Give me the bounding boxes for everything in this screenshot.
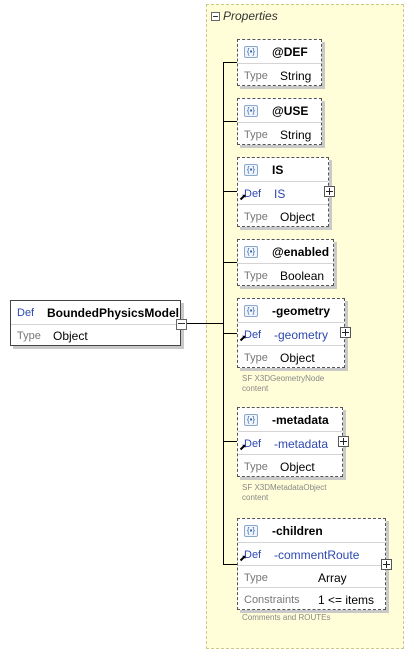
branch-def [223, 62, 237, 63]
root-type-label: Type [17, 330, 41, 342]
constraints-label: Constraints [244, 593, 300, 606]
def-value: -commentRoute [274, 547, 360, 562]
element-enabled[interactable]: {▪} @enabled Type Boolean [237, 239, 334, 286]
type-value: Object [280, 209, 315, 224]
element-icon: {▪} [244, 304, 258, 317]
properties-group-header: Properties [211, 9, 278, 23]
properties-title: Properties [223, 9, 278, 23]
element-geometry[interactable]: {▪} -geometry ⬈ Def -geometry Type Objec… [237, 298, 345, 368]
def-value: -geometry [274, 327, 329, 342]
expand-plus-icon[interactable] [324, 186, 335, 197]
element-metadata[interactable]: {▪} -metadata ⬈ Def -metadata Type Objec… [237, 407, 343, 477]
collapse-minus-icon[interactable] [211, 11, 220, 21]
def-label: Def [244, 328, 262, 341]
element-name: @DEF [272, 44, 308, 59]
root-name: BoundedPhysicsModel [47, 305, 180, 320]
element-use[interactable]: {▪} @USE Type String [237, 98, 322, 145]
type-value: Object [280, 350, 315, 365]
element-name: -children [272, 523, 323, 538]
type-value: String [280, 127, 312, 142]
reference-arrow-icon: ⬈ [239, 553, 247, 563]
element-icon: {▪} [244, 245, 258, 258]
root-element-box[interactable]: Def BoundedPhysicsModel Type Object [10, 300, 181, 346]
type-label: Type [244, 69, 268, 82]
element-name: @enabled [272, 244, 330, 259]
element-icon: {▪} [244, 163, 258, 176]
root-type-value: Object [53, 329, 88, 343]
branch-use [223, 121, 237, 122]
type-label: Type [244, 351, 268, 364]
children-caption: Comments and ROUTEs [242, 613, 331, 622]
def-value: IS [274, 186, 286, 201]
expand-plus-icon[interactable] [338, 436, 349, 447]
element-icon: {▪} [244, 104, 258, 117]
type-label: Type [244, 210, 268, 223]
element-is[interactable]: {▪} IS ⬈ Def IS Type Object [237, 157, 329, 227]
type-value: Object [280, 459, 315, 474]
root-connector [181, 323, 223, 324]
def-label: Def [244, 548, 262, 561]
type-value: Array [318, 570, 347, 585]
branch-metadata [223, 441, 237, 442]
def-value: -metadata [274, 436, 329, 451]
type-label: Type [244, 460, 268, 473]
type-value: String [280, 68, 312, 83]
root-collapse-minus-icon[interactable] [176, 319, 187, 330]
reference-arrow-icon: ⬈ [239, 442, 247, 452]
branch-children [223, 564, 237, 565]
geometry-caption-2: content [242, 384, 269, 393]
branch-is [223, 191, 237, 192]
geometry-caption-1: SF X3DGeometryNode [242, 374, 325, 383]
expand-plus-icon[interactable] [381, 559, 392, 570]
metadata-caption-2: content [242, 493, 269, 502]
type-label: Type [244, 128, 268, 141]
element-icon: {▪} [244, 524, 258, 537]
type-label: Type [244, 269, 268, 282]
branch-enabled [223, 262, 237, 263]
constraints-value: 1 <= items [318, 592, 375, 607]
expand-plus-icon[interactable] [340, 327, 351, 338]
element-name: -geometry [272, 303, 331, 318]
reference-arrow-icon: ⬈ [239, 192, 247, 202]
metadata-caption-1: SF X3DMetadataObject [242, 483, 327, 492]
element-children[interactable]: {▪} -children ⬈ Def -commentRoute Type A… [237, 518, 386, 610]
element-icon: {▪} [244, 45, 258, 58]
element-icon: {▪} [244, 413, 258, 426]
reference-arrow-icon: ⬈ [239, 333, 247, 343]
element-name: -metadata [272, 412, 329, 427]
type-label: Type [244, 571, 268, 584]
element-name: IS [272, 162, 284, 177]
main-vertical-connector [223, 62, 224, 564]
type-value: Boolean [280, 268, 325, 283]
element-def[interactable]: {▪} @DEF Type String [237, 39, 322, 86]
def-label: Def [244, 187, 262, 200]
root-def-label: Def [17, 306, 35, 319]
element-name: @USE [272, 103, 309, 118]
def-label: Def [244, 437, 262, 450]
branch-geometry [223, 333, 237, 334]
